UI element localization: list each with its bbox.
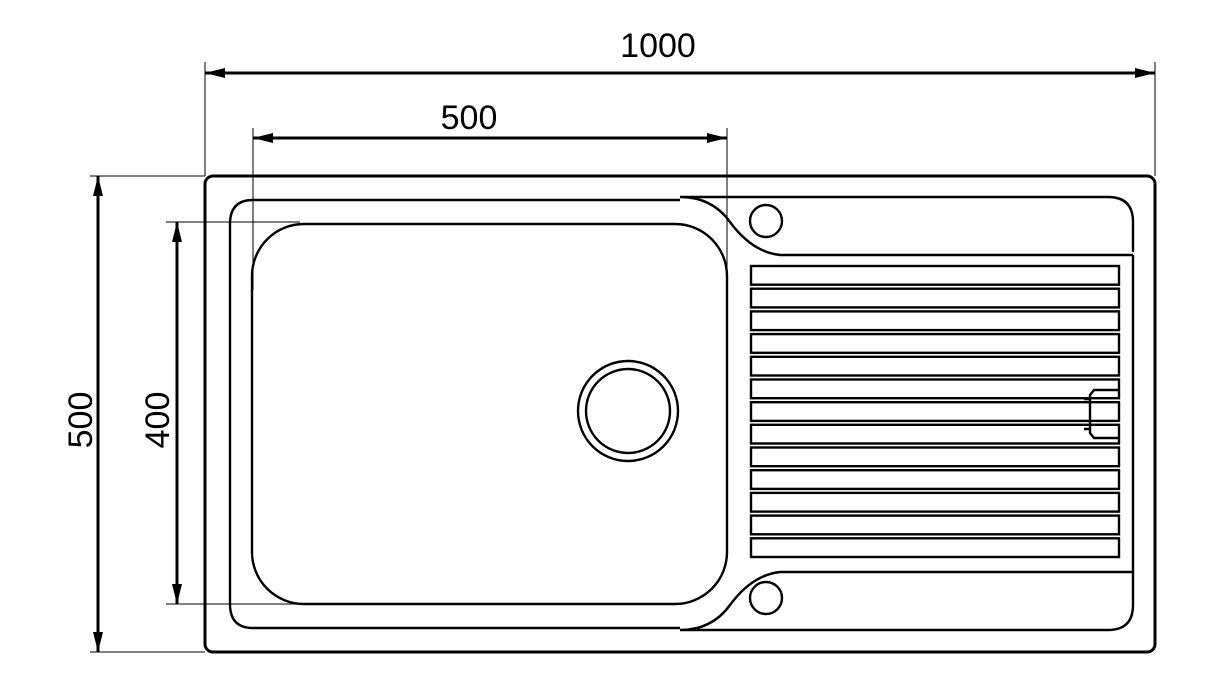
drain-waste xyxy=(576,359,680,463)
drainer-groove xyxy=(749,446,1121,468)
drainer-groove xyxy=(749,423,1121,445)
bowl-width-label: 500 xyxy=(441,99,498,137)
drainer-groove xyxy=(749,264,1121,286)
drainer-groove xyxy=(749,378,1121,400)
sink-inner-rim xyxy=(679,195,1135,632)
drainer-groove xyxy=(749,469,1121,491)
overflow-slot xyxy=(1084,388,1119,440)
drainer-groove xyxy=(749,332,1121,355)
overall-depth-label: 500 xyxy=(62,392,100,449)
drainer-groove xyxy=(749,355,1121,377)
drainer-groove xyxy=(749,537,1121,559)
tap-hole-top xyxy=(748,203,784,239)
bowl-depth-label: 400 xyxy=(139,392,177,449)
drainer-groove xyxy=(749,401,1121,423)
drainer-groove xyxy=(749,287,1121,309)
sink-outer-edge xyxy=(203,174,1157,654)
bowl-surround xyxy=(228,198,680,630)
overall-width-label: 1000 xyxy=(620,27,696,65)
extension-lines xyxy=(90,62,1156,653)
drainer-grooves xyxy=(749,264,1121,559)
drainer-groove xyxy=(749,491,1121,513)
drainer-groove xyxy=(749,310,1121,332)
drainer-groove xyxy=(749,514,1121,536)
tap-hole-bottom xyxy=(748,580,784,616)
sink-bowl xyxy=(250,222,729,606)
